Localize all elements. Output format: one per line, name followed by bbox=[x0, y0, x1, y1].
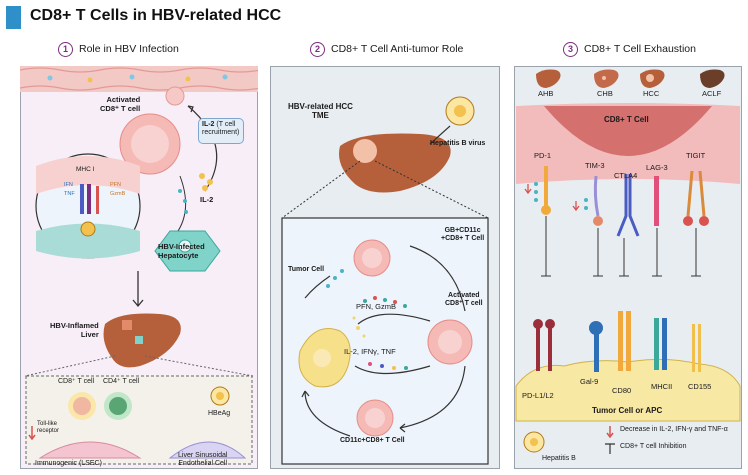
section-header-1: 1 Role in HBV Infection bbox=[58, 40, 179, 58]
il2-recruitment-box: IL-2 (T cell recruitment) bbox=[198, 118, 244, 144]
cd4-cell-label: CD4⁺ T cell bbox=[103, 378, 140, 385]
section-number-1: 1 bbox=[58, 41, 73, 57]
cd11c-cd8-label: CD11c+CD8+ T Cell bbox=[340, 437, 405, 444]
ligand-label-cd155: CD155 bbox=[688, 382, 712, 391]
mhcii-ligand bbox=[654, 318, 659, 370]
section-number-3: 3 bbox=[563, 41, 578, 57]
lsec-label: Immunogenic (LSEC) bbox=[35, 460, 102, 467]
ctla4-receptor bbox=[616, 174, 640, 237]
mhc-label: MHC I bbox=[76, 166, 95, 173]
receptor-label-tigit: TIGIT bbox=[686, 151, 706, 160]
panel2-illustration bbox=[281, 96, 489, 465]
activated-cd8-label-2: Activated CD8⁺ T cell bbox=[445, 292, 483, 308]
ifn-label: IFN bbox=[64, 182, 73, 188]
liver-chb bbox=[594, 69, 619, 88]
gb-cd11c-label: GB+CD11c +CD8+ T Cell bbox=[441, 227, 485, 243]
section-header-2: 2 CD8+ T Cell Anti-tumor Role bbox=[310, 40, 463, 58]
il2-box-rest: (T cell recruitment) bbox=[202, 121, 240, 137]
section-title-1: Role in HBV Infection bbox=[79, 43, 179, 55]
ligand-label-gal9: Gal-9 bbox=[580, 377, 599, 386]
cd155-ligand bbox=[692, 324, 695, 372]
liver-ahb bbox=[536, 69, 561, 88]
hepatitis-b-label: Hepatitis B bbox=[542, 455, 576, 462]
stage-label-hcc: HCC bbox=[643, 89, 660, 98]
cd8-cell-label: CD8⁺ T cell bbox=[58, 378, 95, 385]
pdl1-ligand bbox=[536, 324, 552, 371]
tigit-receptor bbox=[686, 170, 706, 217]
lsec-long-label: Liver Sinusoidal Endothelial Cell bbox=[178, 452, 228, 468]
legend-inhibition: CD8+ T cell Inhibition bbox=[620, 443, 687, 450]
liver-aclf bbox=[700, 69, 725, 88]
hbeag-label: HBeAg bbox=[208, 410, 231, 417]
stage-label-chb: CHB bbox=[597, 89, 613, 98]
liver-label: HBV-Inflamed Liver bbox=[50, 321, 99, 339]
cytokine-label: IL-2, IFNγ, TNF bbox=[344, 347, 396, 356]
receptor-label-ctla4: CTLA4 bbox=[614, 171, 638, 180]
section-title-3: CD8+ T Cell Exhaustion bbox=[584, 43, 696, 55]
legend-decrease: Decrease in IL-2, IFN-γ and TNF-α bbox=[620, 426, 728, 433]
activated-cd8-label: Activated CD8⁺ T cell bbox=[100, 95, 141, 113]
pfn-gzmb-label: PFN, GzmB bbox=[356, 302, 397, 311]
tumor-or-apc-cell bbox=[515, 358, 741, 422]
ligand-label-cd80: CD80 bbox=[612, 386, 632, 395]
page-title: CD8+ T Cells in HBV-related HCC bbox=[30, 7, 282, 24]
section-title-2: CD8+ T Cell Anti-tumor Role bbox=[331, 43, 464, 55]
section-number-2: 2 bbox=[310, 41, 325, 57]
tlr-label: Toll-like receptor bbox=[37, 421, 60, 434]
migrating-t-cell bbox=[165, 86, 185, 106]
stage-label-ahb: AHB bbox=[538, 89, 554, 98]
gal9-ligand bbox=[594, 334, 599, 372]
ligand-label-pdl1: PD-L1/L2 bbox=[522, 391, 554, 400]
il2-label: IL-2 bbox=[200, 195, 214, 204]
tumor-cell-label: Tumor Cell bbox=[288, 266, 325, 273]
cd8-cell-label-3: CD8+ T Cell bbox=[604, 115, 649, 124]
receptor-label-pd1: PD-1 bbox=[534, 151, 552, 160]
pd1-receptor bbox=[544, 166, 548, 206]
tim3-receptor bbox=[593, 175, 600, 217]
panel3-illustration bbox=[515, 69, 741, 454]
stage-label-aclf: ACLF bbox=[702, 89, 722, 98]
tnf-label: TNF bbox=[64, 191, 75, 197]
lag3-receptor bbox=[654, 176, 659, 226]
section-header-3: 3 CD8+ T Cell Exhaustion bbox=[563, 40, 696, 58]
receptor-label-lag3: LAG-3 bbox=[646, 163, 668, 172]
title-accent-bar bbox=[6, 6, 21, 29]
il2-box-bold: IL-2 bbox=[202, 121, 215, 128]
pfn-label: PFN bbox=[110, 182, 121, 188]
tme-label: HBV-related HCC TME bbox=[288, 102, 353, 121]
panel1-illustration bbox=[20, 66, 258, 465]
tumor-apc-label: Tumor Cell or APC bbox=[592, 406, 663, 415]
ligand-label-mhcii: MHCII bbox=[651, 382, 673, 391]
cd80-ligand bbox=[618, 311, 623, 371]
receptor-label-tim3: TIM-3 bbox=[585, 161, 605, 170]
hbv-virus-label: Hepatitis B virus bbox=[430, 140, 486, 147]
cd8-t-cell-body bbox=[544, 106, 712, 156]
hbv-hepatocyte-label: HBV-Infected Hepatocyte bbox=[158, 242, 205, 260]
gzmb-label: GzmB bbox=[110, 191, 126, 197]
